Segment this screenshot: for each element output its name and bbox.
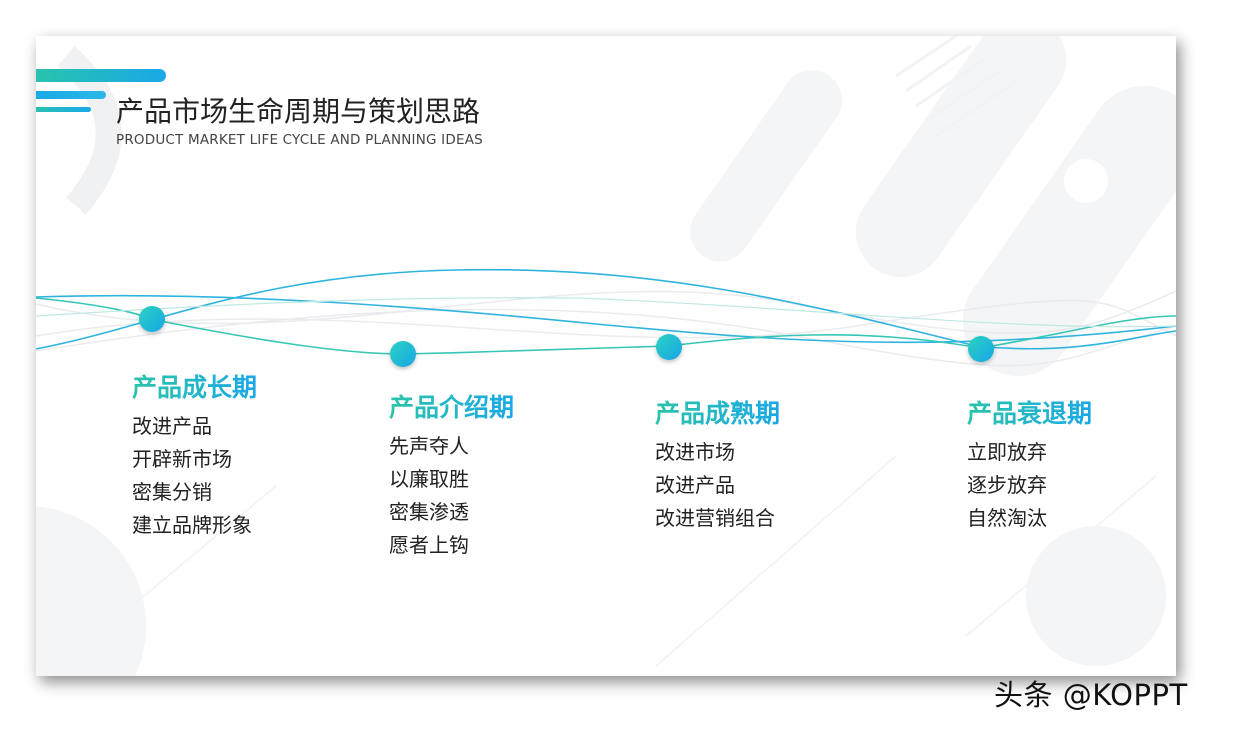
- watermark: 头条 @KOPPT: [994, 678, 1188, 712]
- stage-item-list: 改进产品 开辟新市场 密集分销 建立品牌形象: [132, 410, 257, 542]
- stage-item: 建立品牌形象: [132, 513, 252, 537]
- page-subtitle: PRODUCT MARKET LIFE CYCLE AND PLANNING I…: [116, 132, 483, 148]
- stage-item: 愿者上钩: [389, 533, 469, 557]
- stage-item: 改进营销组合: [655, 506, 775, 530]
- stage-title: 产品衰退期: [967, 394, 1092, 430]
- stage-item: 自然淘汰: [967, 506, 1047, 530]
- stage-item: 密集渗透: [389, 500, 469, 524]
- page-title: 产品市场生命周期与策划思路: [116, 95, 481, 128]
- stage-item: 立即放弃: [967, 440, 1047, 464]
- stage-item: 以廉取胜: [389, 467, 469, 491]
- stage-item-list: 立即放弃 逐步放弃 自然淘汰: [967, 436, 1092, 535]
- accent-bar-top: [36, 69, 166, 82]
- stage-1-dot: [139, 306, 165, 332]
- stage-item: 改进市场: [655, 440, 735, 464]
- slide: 产品市场生命周期与策划思路 PRODUCT MARKET LIFE CYCLE …: [36, 36, 1176, 676]
- stage-3-dot: [656, 334, 682, 360]
- stage-item: 先声夺人: [389, 434, 469, 458]
- stage-item: 改进产品: [132, 414, 212, 438]
- accent-bar-bottom: [36, 107, 91, 112]
- lifecycle-waves: [36, 268, 1176, 367]
- stage-title: 产品介绍期: [389, 388, 514, 424]
- stage-4-dot: [968, 336, 994, 362]
- stage-item: 开辟新市场: [132, 447, 232, 471]
- stage-item: 密集分销: [132, 480, 212, 504]
- stage-item-list: 改进市场 改进产品 改进营销组合: [655, 436, 780, 535]
- stage-maturity: 产品成熟期 改进市场 改进产品 改进营销组合: [655, 394, 780, 535]
- stage-growth: 产品成长期 改进产品 开辟新市场 密集分销 建立品牌形象: [132, 368, 257, 542]
- stage-introduction: 产品介绍期 先声夺人 以廉取胜 密集渗透 愿者上钩: [389, 388, 514, 562]
- stage-decline: 产品衰退期 立即放弃 逐步放弃 自然淘汰: [967, 394, 1092, 535]
- stage-item: 改进产品: [655, 473, 735, 497]
- stage-item-list: 先声夺人 以廉取胜 密集渗透 愿者上钩: [389, 430, 514, 562]
- stage-2-dot: [390, 341, 416, 367]
- stage-title: 产品成熟期: [655, 394, 780, 430]
- stage-title: 产品成长期: [132, 368, 257, 404]
- stage-item: 逐步放弃: [967, 473, 1047, 497]
- accent-bar-middle: [36, 91, 106, 99]
